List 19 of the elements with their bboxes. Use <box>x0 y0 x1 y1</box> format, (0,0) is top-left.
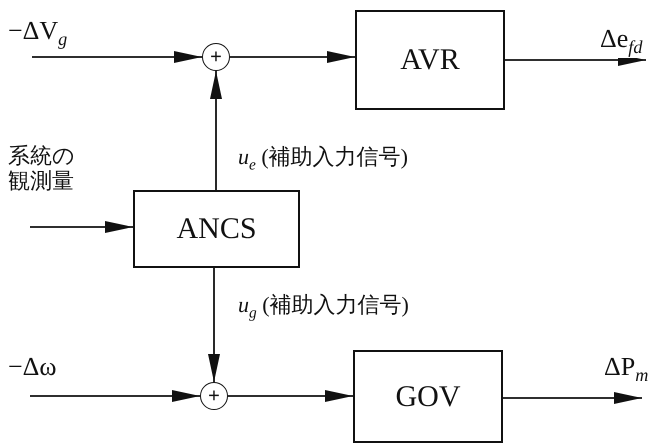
plus-sign: + <box>208 386 220 406</box>
block-box <box>353 350 503 443</box>
signal-label: u$_{g}$ (補助入力信号) <box>238 292 409 322</box>
arrow <box>503 392 642 404</box>
plus-sign: + <box>210 47 222 67</box>
block-box <box>355 10 505 110</box>
summing-junction <box>202 43 230 71</box>
block-label: GOV <box>396 382 460 412</box>
arrow <box>228 390 353 402</box>
summing-junction <box>200 382 228 410</box>
block-label: AVR <box>400 45 460 75</box>
block-label: ANCS <box>176 214 257 244</box>
arrow <box>30 390 200 402</box>
arrow <box>230 51 355 63</box>
arrow <box>30 221 133 233</box>
arrow <box>210 71 222 190</box>
block-box <box>133 190 300 268</box>
arrow <box>208 268 220 382</box>
arrow <box>32 51 202 63</box>
